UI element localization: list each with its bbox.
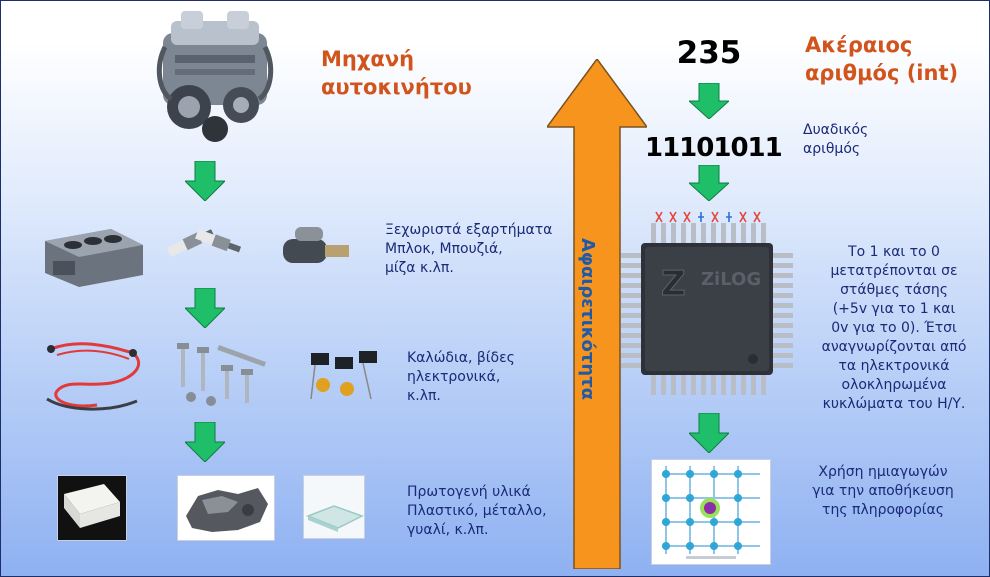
svg-text:Z: Z: [661, 264, 686, 304]
parts-description: Ξεχωριστά εξαρτήματα Μπλοκ, Μπουζιά, μίζ…: [385, 222, 553, 276]
materials-description: Πρωτογενή υλικά Πλαστικό, μέταλλο, γυαλί…: [407, 484, 547, 538]
zilog-chip-image: Z: [621, 223, 793, 395]
spark-plugs-image: [161, 217, 245, 269]
components-description: Καλώδια, βίδες ηλεκτρονικά, κ.λπ.: [407, 350, 515, 404]
car-engine-image: [151, 7, 279, 149]
engine-title: Μηχανή αυτοκινήτου: [321, 47, 472, 99]
engine-block-image: [39, 223, 149, 291]
starter-motor-image: [275, 221, 355, 273]
metal-image: [177, 475, 275, 541]
down-arrow-icon: [185, 422, 225, 462]
down-arrow-icon: [185, 161, 225, 201]
plastic-image: [57, 475, 127, 541]
wires-image: [37, 339, 147, 415]
binary-label: Δυαδικός αριθμός: [803, 122, 869, 157]
semiconductor-description: Χρήση ημιαγωγών για την αποθήκευση της π…: [812, 464, 954, 518]
abstraction-arrow: [547, 59, 647, 569]
glass-image: [303, 475, 365, 539]
voltage-symbols-icon: [653, 210, 763, 224]
down-arrow-icon: [689, 165, 729, 201]
down-arrow-icon: [185, 288, 225, 328]
chip-brand: ZiLOG: [701, 269, 762, 290]
down-arrow-icon: [689, 413, 729, 453]
down-arrow-icon: [689, 83, 729, 119]
integer-title: Ακέραιος αριθμός (int): [805, 33, 959, 85]
screws-image: [171, 339, 273, 409]
binary-number: 11101011: [645, 133, 783, 163]
abstraction-label: Αφαιρετικότητα: [577, 237, 598, 401]
decimal-number: 235: [676, 35, 742, 71]
semiconductor-lattice-image: [651, 459, 771, 565]
chip-description: Το 1 και το 0 μετατρέπονται σε στάθμες τ…: [821, 244, 967, 412]
electronic-components-image: [301, 345, 383, 403]
